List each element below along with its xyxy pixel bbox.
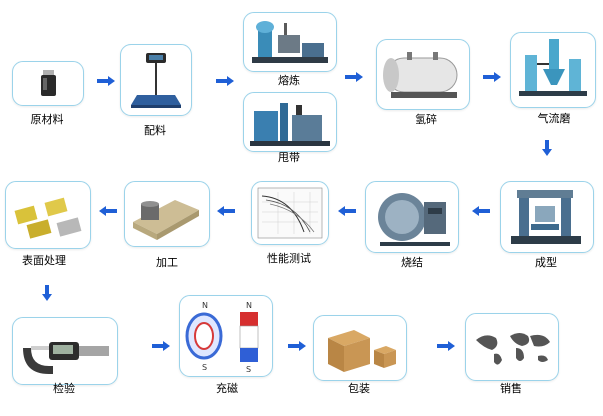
arrow-left-icon [338, 206, 356, 216]
step-label-packaging: 包装 [348, 382, 370, 395]
jet-milling-card [510, 32, 596, 108]
cardboard-boxes-image [328, 330, 396, 372]
step-label-inspection: 检验 [53, 382, 75, 395]
sintering-card [365, 181, 459, 253]
raw-material-card [12, 61, 84, 106]
coated-magnets-image [14, 197, 82, 239]
machined-magnet-image [133, 200, 199, 240]
south-pole-label-left: S [202, 363, 207, 372]
arrow-left-icon [217, 206, 235, 216]
machining-card [124, 181, 210, 247]
arrow-right-icon [152, 341, 170, 351]
surface-treatment-card [5, 181, 91, 249]
arrow-right-icon [483, 72, 501, 82]
hydrogen-crusher-image [383, 52, 458, 98]
step-label-smelting: 熔炼 [278, 74, 300, 87]
arrow-left-icon [99, 206, 117, 216]
performance-testing-card [251, 181, 329, 245]
arrow-down-icon [42, 285, 52, 301]
arrow-right-icon [288, 341, 306, 351]
powder-jar-image [41, 70, 56, 96]
forming-card [500, 181, 594, 253]
inspection-card [12, 317, 118, 385]
step-label-strip-casting: 甩带 [278, 151, 300, 164]
step-label-raw-material: 原材料 [30, 113, 64, 126]
demagnetization-curve-chart-image [257, 187, 323, 239]
magnet-poles-image: N S N S [185, 301, 259, 374]
world-map-image [476, 333, 550, 365]
arrow-right-icon [345, 72, 363, 82]
arrow-down-icon [542, 140, 552, 156]
arrow-right-icon [97, 76, 115, 86]
south-pole-label-right: S [246, 365, 251, 374]
platform-scale-image [131, 53, 181, 108]
hydrogen-crushing-card [376, 39, 470, 110]
north-pole-label-right: N [246, 301, 252, 310]
sales-card [465, 313, 559, 381]
north-pole-label-left: N [202, 301, 208, 310]
step-label-performance-testing: 性能测试 [267, 252, 311, 265]
strip-casting-card [243, 92, 337, 152]
magnetizing-card: N S N S [179, 295, 273, 377]
forming-press-image [511, 190, 581, 244]
arrow-left-icon [472, 206, 490, 216]
smelting-furnace-image [252, 21, 328, 63]
step-label-machining: 加工 [156, 256, 178, 269]
strip-casting-machine-image [250, 103, 330, 146]
step-label-forming: 成型 [535, 256, 557, 269]
arrow-right-icon [437, 341, 455, 351]
step-label-batching: 配料 [144, 124, 166, 137]
micrometer-image [23, 342, 109, 374]
batching-card [120, 44, 192, 116]
step-label-sales: 销售 [500, 382, 522, 395]
step-label-magnetizing: 充磁 [216, 382, 238, 395]
smelting-card [243, 12, 337, 72]
arrow-right-icon [216, 76, 234, 86]
packaging-card [313, 315, 407, 381]
sintering-furnace-image [378, 193, 450, 246]
step-label-sintering: 烧结 [401, 256, 423, 269]
step-label-hydrogen-crushing: 氢碎 [415, 113, 437, 126]
jet-mill-image [519, 39, 587, 96]
step-label-jet-milling: 气流磨 [537, 112, 571, 125]
step-label-surface-treatment: 表面处理 [22, 254, 66, 267]
